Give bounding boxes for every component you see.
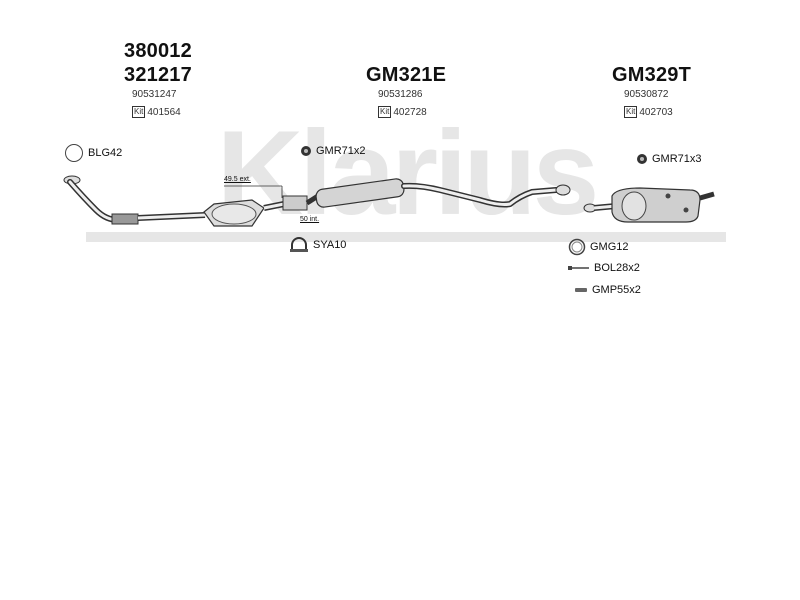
- kit-icon: Kit: [378, 106, 392, 118]
- kit-icon: Kit: [624, 106, 638, 118]
- accessory-sya: SYA10: [289, 237, 346, 253]
- rubber-mount-icon: [637, 154, 647, 164]
- dimension-int: 50 int.: [300, 216, 320, 223]
- kit-number: Kit 402703: [624, 106, 673, 118]
- kit-icon: Kit: [132, 106, 146, 118]
- watermark-text: Klarius: [217, 108, 596, 240]
- catalytic-converter: [203, 199, 285, 227]
- accessory-label: BOL28x2: [594, 262, 640, 274]
- accessory-label: SYA10: [313, 239, 347, 251]
- oe-number: 90530872: [624, 89, 669, 100]
- rubber-mount-icon: [301, 146, 311, 156]
- oe-number: 90531286: [378, 89, 423, 100]
- bolt-icon: [568, 266, 589, 270]
- accessory-label: GMP55x2: [592, 284, 641, 296]
- klarius-watermark: Klarius: [86, 108, 726, 242]
- kit-number: Kit 401564: [132, 106, 181, 118]
- rubber-pad-icon: [575, 288, 587, 292]
- front-pipe: [63, 175, 206, 225]
- dimension-ext: 49.5 ext.: [224, 176, 251, 183]
- rear-silencer: [583, 187, 715, 223]
- kit-value: 402728: [393, 106, 427, 118]
- oe-number: 90531247: [132, 89, 177, 100]
- part-number-gm321e: GM321E: [366, 64, 447, 86]
- kit-number: Kit 402728: [378, 106, 427, 118]
- part-number-380012: 380012: [124, 40, 192, 62]
- clamp-icon: [290, 237, 308, 252]
- accessory-label: GMG12: [590, 241, 629, 253]
- accessory-gmr-right: GMR71x3: [636, 153, 702, 165]
- part-number-321217: 321217: [124, 64, 192, 86]
- gasket-ring-icon: [65, 144, 83, 162]
- accessory-label: GMR71x3: [652, 153, 702, 165]
- accessory-label: BLG42: [88, 147, 123, 159]
- accessory-label: GMR71x2: [316, 145, 366, 157]
- accessory-gmp: GMP55x2: [574, 284, 641, 296]
- kit-value: 401564: [147, 106, 181, 118]
- gasket-ring-icon: [568, 238, 586, 256]
- accessory-gmg: GMG12: [568, 238, 629, 256]
- middle-silencer: [282, 178, 571, 211]
- accessory-gmr-mid: GMR71x2: [300, 145, 366, 157]
- accessory-blg: BLG42: [64, 143, 122, 163]
- kit-value: 402703: [639, 106, 673, 118]
- part-number-gm329t: GM329T: [612, 64, 692, 86]
- accessory-bol: BOL28x2: [568, 262, 640, 274]
